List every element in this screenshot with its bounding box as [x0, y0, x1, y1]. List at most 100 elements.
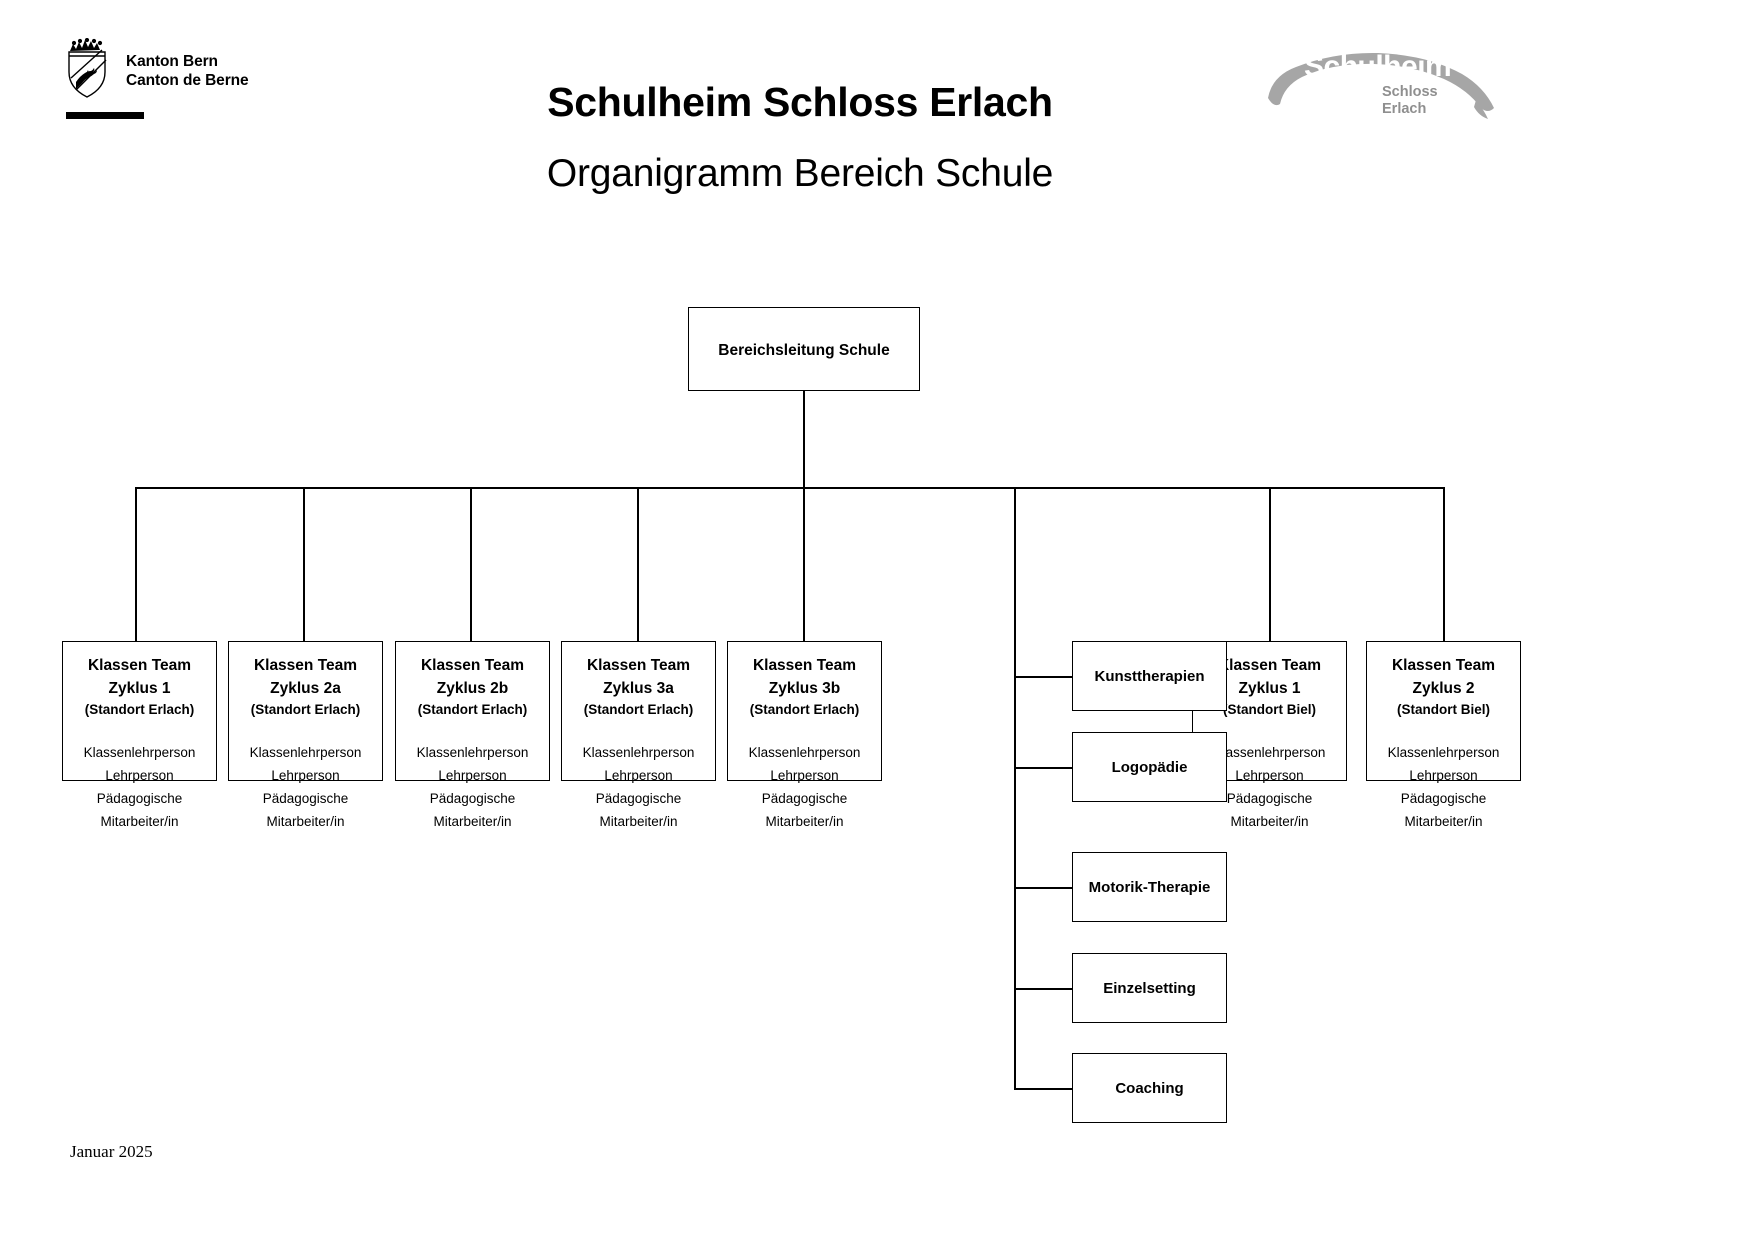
connector-horizontal-bus [135, 487, 1444, 489]
team-title-block: Klassen Team Zyklus 3b [728, 642, 881, 700]
node-bereichsleitung-schule: Bereichsleitung Schule [688, 307, 920, 391]
node-klassen-team-zyklus-3b-erlach: Klassen Team Zyklus 3b (Standort Erlach)… [727, 641, 882, 829]
team-title-block: Klassen Team Zyklus 1 [1193, 642, 1346, 700]
team-roles: Klassenlehrperson Lehrperson Pädagogisch… [562, 720, 715, 833]
team-title: Klassen Team [253, 657, 358, 674]
role-line-3: Pädagogische [96, 791, 183, 806]
role-line-2: Lehrperson [105, 768, 174, 783]
role-line-1: Klassenlehrperson [1387, 745, 1500, 760]
connector-drop-team-5 [803, 487, 805, 642]
therapy-label: Logopädie [1111, 759, 1188, 776]
team-cycle: Zyklus 2a [270, 680, 341, 697]
node-label: Bereichsleitung Schule [718, 342, 890, 359]
node-klassen-team-zyklus-3a-erlach: Klassen Team Zyklus 3a (Standort Erlach)… [561, 641, 716, 829]
team-title: Klassen Team [586, 657, 691, 674]
kanton-bern-rule [66, 112, 144, 119]
connector-root-stem [803, 391, 805, 488]
role-line-2: Lehrperson [271, 768, 340, 783]
kanton-bern-logo: Kanton Bern Canton de Berne [62, 38, 332, 133]
schulheim-schloss-erlach-logo: Schulheim Schloss Erlach [1262, 36, 1502, 122]
role-line-1: Klassenlehrperson [249, 745, 362, 760]
connector-therapy-branch-2 [1014, 767, 1073, 769]
kanton-bern-fr: Canton de Berne [126, 72, 249, 89]
team-cycle: Zyklus 2 [1412, 680, 1475, 697]
team-location: (Standort Erlach) [250, 702, 361, 717]
kanton-bern-wordmark: Kanton Bern Canton de Berne [126, 52, 249, 90]
role-line-3: Pädagogische [1226, 791, 1313, 806]
team-roles: Klassenlehrperson Lehrperson Pädagogisch… [396, 720, 549, 833]
team-location: (Standort Biel) [1223, 702, 1316, 717]
role-line-1: Klassenlehrperson [416, 745, 529, 760]
team-title: Klassen Team [752, 657, 857, 674]
role-line-1: Klassenlehrperson [748, 745, 861, 760]
connector-drop-team-7 [1443, 487, 1445, 642]
brush-stroke-icon [1268, 52, 1494, 119]
connector-therapy-branch-3 [1014, 887, 1073, 889]
team-location: (Standort Erlach) [84, 702, 195, 717]
node-klassen-team-zyklus-1-biel: Klassen Team Zyklus 1 (Standort Biel) Kl… [1192, 641, 1347, 829]
role-line-1: Klassenlehrperson [582, 745, 695, 760]
team-title-block: Klassen Team Zyklus 2 [1367, 642, 1520, 700]
logo-wordmark: Schulheim [1304, 50, 1452, 83]
role-line-2: Lehrperson [770, 768, 839, 783]
team-roles: Klassenlehrperson Lehrperson Pädagogisch… [229, 720, 382, 833]
team-location: (Standort Erlach) [583, 702, 694, 717]
footer-date: Januar 2025 [70, 1142, 153, 1161]
role-line-1: Klassenlehrperson [83, 745, 196, 760]
team-title: Klassen Team [420, 657, 525, 674]
role-line-4: Mitarbeiter/in [1230, 814, 1309, 829]
team-title-block: Klassen Team Zyklus 2a [229, 642, 382, 700]
role-line-4: Mitarbeiter/in [765, 814, 844, 829]
logo-subtitle-line2: Erlach [1382, 101, 1427, 117]
team-roles: Klassenlehrperson Lehrperson Pädagogisch… [728, 720, 881, 833]
page-title: Schulheim Schloss Erlach [547, 79, 1053, 125]
team-title: Klassen Team [87, 657, 192, 674]
connector-drop-team-6 [1269, 487, 1271, 642]
team-location: (Standort Erlach) [749, 702, 860, 717]
role-line-1: Klassenlehrperson [1213, 745, 1326, 760]
team-cycle: Zyklus 1 [1238, 680, 1301, 697]
role-line-3: Pädagogische [429, 791, 516, 806]
role-line-2: Lehrperson [1409, 768, 1478, 783]
team-location: (Standort Biel) [1397, 702, 1490, 717]
team-cycle: Zyklus 2b [436, 680, 509, 697]
kanton-bern-de: Kanton Bern [126, 53, 218, 70]
therapy-label: Coaching [1115, 1080, 1184, 1097]
team-cycle: Zyklus 3b [768, 680, 841, 697]
node-kunsttherapien: Kunsttherapien [1072, 641, 1227, 711]
connector-therapy-trunk [1014, 487, 1016, 1089]
role-line-2: Lehrperson [604, 768, 673, 783]
connector-therapy-branch-4 [1014, 988, 1073, 990]
connector-drop-team-4 [637, 487, 639, 642]
connector-drop-team-3 [470, 487, 472, 642]
node-motorik-therapie: Motorik-Therapie [1072, 852, 1227, 922]
role-line-2: Lehrperson [1235, 768, 1304, 783]
node-klassen-team-zyklus-2a-erlach: Klassen Team Zyklus 2a (Standort Erlach)… [228, 641, 383, 829]
therapy-label: Motorik-Therapie [1088, 879, 1211, 896]
role-line-2: Lehrperson [438, 768, 507, 783]
page-subtitle: Organigramm Bereich Schule [546, 152, 1054, 195]
team-roles: Klassenlehrperson Lehrperson Pädagogisch… [1193, 720, 1346, 833]
therapy-label: Kunsttherapien [1094, 668, 1205, 685]
team-title-block: Klassen Team Zyklus 3a [562, 642, 715, 700]
team-cycle: Zyklus 3a [603, 680, 674, 697]
connector-drop-team-2 [303, 487, 305, 642]
team-title-block: Klassen Team Zyklus 2b [396, 642, 549, 700]
therapy-label: Einzelsetting [1103, 980, 1196, 997]
bern-coat-of-arms-icon [68, 38, 107, 98]
role-line-3: Pädagogische [1400, 791, 1487, 806]
node-logopaedie: Logopädie [1072, 732, 1227, 802]
team-cycle: Zyklus 1 [108, 680, 171, 697]
team-title: Klassen Team [1217, 657, 1322, 674]
team-location: (Standort Erlach) [417, 702, 528, 717]
team-roles: Klassenlehrperson Lehrperson Pädagogisch… [63, 720, 216, 833]
connector-therapy-branch-1 [1014, 676, 1073, 678]
role-line-4: Mitarbeiter/in [599, 814, 678, 829]
node-coaching: Coaching [1072, 1053, 1227, 1123]
logo-subtitle-line1: Schloss [1382, 84, 1438, 100]
team-title: Klassen Team [1391, 657, 1496, 674]
node-klassen-team-zyklus-2-biel: Klassen Team Zyklus 2 (Standort Biel) Kl… [1366, 641, 1521, 829]
role-line-4: Mitarbeiter/in [100, 814, 179, 829]
role-line-4: Mitarbeiter/in [1404, 814, 1483, 829]
